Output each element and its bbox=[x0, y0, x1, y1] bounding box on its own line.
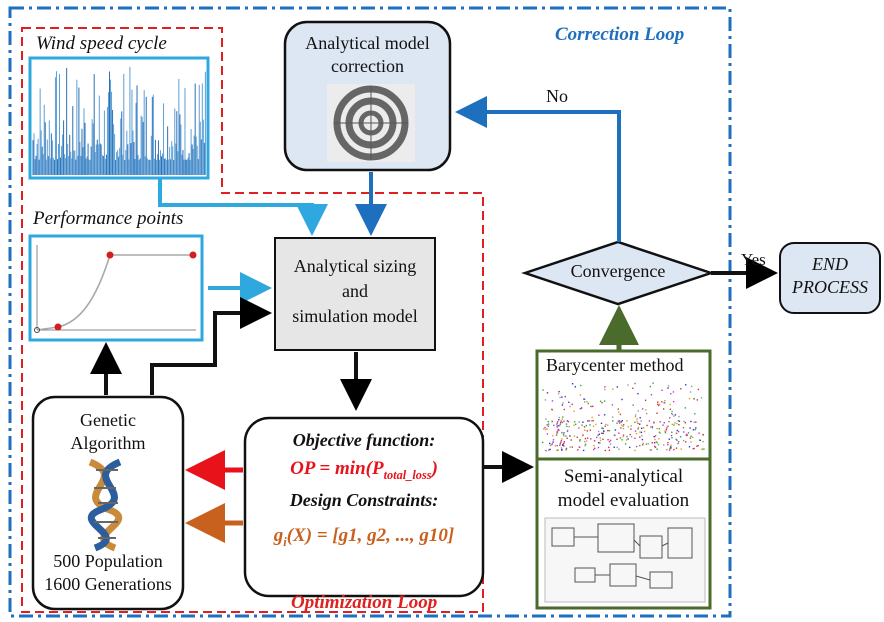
end-label-2: PROCESS bbox=[792, 277, 868, 297]
sizing-box bbox=[274, 237, 436, 351]
genetic-label-1: Genetic bbox=[80, 410, 136, 430]
genetic-label-2: Algorithm bbox=[70, 433, 146, 453]
constraints-list: 1, g2, ..., g10] bbox=[348, 525, 455, 546]
correction-model-label-2: correction bbox=[331, 56, 404, 76]
genetic-generations: 1600 Generations bbox=[44, 574, 172, 594]
genetic-to-sizing-arrow bbox=[150, 297, 272, 395]
sizing-label-2: and bbox=[342, 281, 368, 301]
performance-plot bbox=[34, 245, 197, 333]
constraints-g-sub: i bbox=[283, 534, 287, 549]
end-label-1: END bbox=[812, 254, 848, 274]
yes-label: Yes bbox=[741, 250, 766, 269]
sizing-label-1: Analytical sizing bbox=[293, 256, 417, 276]
correction-loop-label: Correction Loop bbox=[555, 24, 685, 45]
wind-speed-title: Wind speed cycle bbox=[36, 33, 167, 54]
wind-speed-plot bbox=[32, 66, 206, 175]
optimization-loop-label: Optimization Loop bbox=[291, 592, 438, 613]
end-process-box bbox=[779, 242, 881, 314]
objective-formula-rhs: ) bbox=[431, 458, 438, 479]
no-arrow bbox=[455, 96, 621, 242]
semi-analytical-label-1: Semi-analytical bbox=[563, 466, 684, 487]
sizing-label-3: simulation model bbox=[292, 306, 418, 326]
correction-model-label-1: Analytical model bbox=[305, 33, 430, 53]
no-label: No bbox=[546, 86, 568, 106]
barycenter-label: Barycenter method bbox=[546, 355, 684, 375]
target-icon bbox=[327, 84, 415, 162]
objective-title: Objective function: bbox=[292, 430, 436, 450]
barycenter-plot bbox=[542, 382, 705, 452]
performance-point bbox=[106, 251, 114, 259]
wind-to-sizing-arrow bbox=[158, 178, 328, 236]
convergence-label: Convergence bbox=[570, 261, 666, 281]
objective-formula-sub: total_loss bbox=[383, 467, 432, 482]
dna-icon bbox=[87, 458, 123, 552]
objective-box bbox=[243, 416, 485, 598]
genetic-population: 500 Population bbox=[53, 551, 163, 571]
block-diagram-thumbnail bbox=[544, 517, 706, 603]
performance-point bbox=[189, 251, 197, 259]
constraints-rhs: (X) = [g bbox=[286, 525, 349, 546]
barycenter-box bbox=[535, 349, 712, 461]
performance-title: Performance points bbox=[33, 208, 184, 229]
constraints-formula: gi(X) = [g1, g2, ..., g10] bbox=[245, 525, 483, 550]
correction-loop-border bbox=[8, 6, 732, 618]
constraints-g: g bbox=[273, 525, 284, 546]
optimization-loop-border bbox=[21, 27, 484, 613]
objective-formula-lhs: OP = min(P bbox=[290, 458, 384, 479]
constraints-title: Design Constraints: bbox=[289, 490, 439, 510]
performance-point bbox=[54, 323, 62, 331]
performance-panel bbox=[28, 234, 204, 342]
semi-analytical-label-2: model evaluation bbox=[557, 490, 690, 511]
objective-formula: OP = min(Ptotal_loss) bbox=[245, 458, 483, 483]
